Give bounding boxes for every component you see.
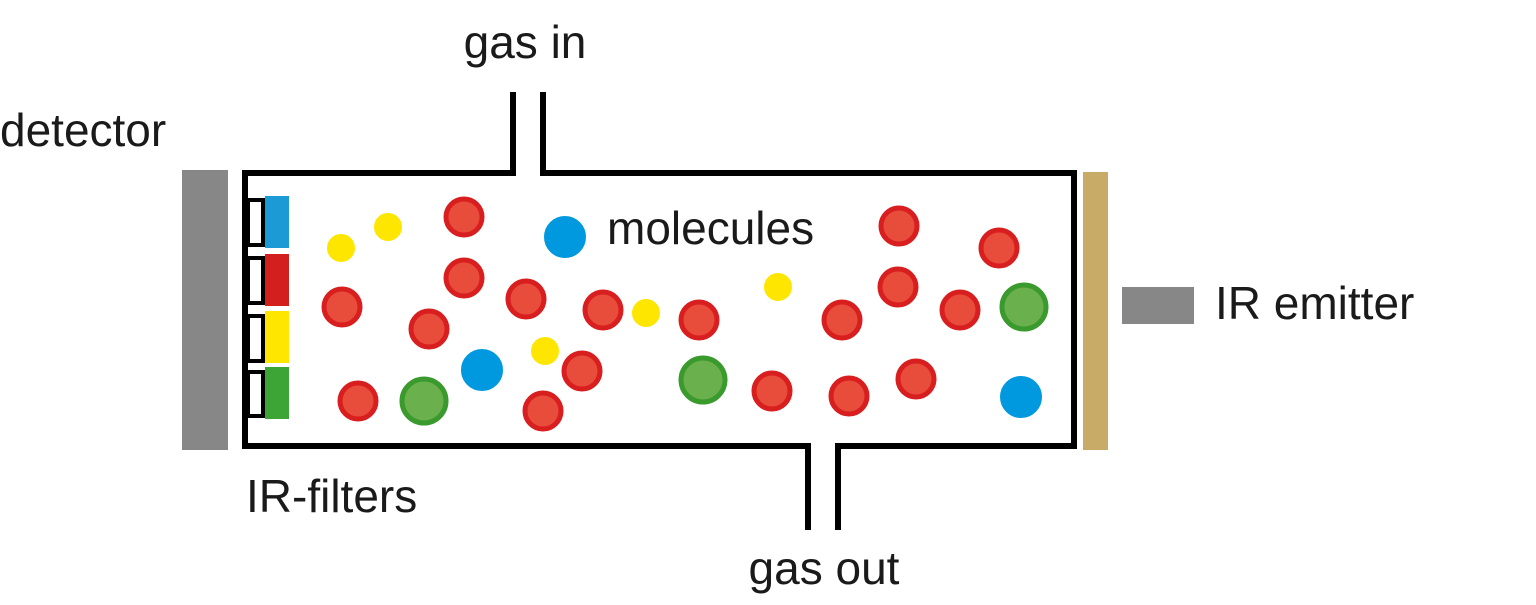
blue-molecule xyxy=(544,216,586,258)
green-molecule xyxy=(399,376,449,426)
filter-frame-2 xyxy=(246,256,265,305)
red-molecule xyxy=(522,390,564,432)
gas-out-label: gas out xyxy=(749,542,900,594)
filter-frame-3 xyxy=(246,314,265,363)
filter-green xyxy=(265,367,289,419)
ir-emitter xyxy=(1122,287,1194,324)
red-molecule xyxy=(505,278,547,320)
filter-blue xyxy=(265,196,289,248)
red-molecule xyxy=(443,196,485,238)
filter-red xyxy=(265,254,289,306)
blue-molecule xyxy=(1000,376,1042,418)
red-molecule xyxy=(878,205,920,247)
ir-filters-label: IR-filters xyxy=(246,470,417,522)
red-molecule xyxy=(751,370,793,412)
red-molecule xyxy=(408,308,450,350)
yellow-molecule xyxy=(327,234,355,262)
blue-molecule xyxy=(461,349,503,391)
filter-frame-1 xyxy=(246,198,265,247)
green-molecule xyxy=(678,355,728,405)
yellow-molecule xyxy=(764,273,792,301)
red-molecule xyxy=(978,227,1020,269)
red-molecule xyxy=(821,299,863,341)
red-molecule xyxy=(321,286,363,328)
red-molecule xyxy=(877,266,919,308)
detector-label: detector xyxy=(0,104,166,156)
gas-in-label: gas in xyxy=(464,16,587,68)
green-molecule xyxy=(999,282,1049,332)
filter-yellow xyxy=(265,311,289,363)
molecules-group xyxy=(321,196,1049,432)
red-molecule xyxy=(443,257,485,299)
detector-block xyxy=(182,170,228,450)
ir-emitter-label: IR emitter xyxy=(1215,277,1414,329)
filter-frame-4 xyxy=(246,370,265,418)
red-molecule xyxy=(678,299,720,341)
yellow-molecule xyxy=(531,337,559,365)
molecules-label: molecules xyxy=(607,202,814,254)
red-molecule xyxy=(561,350,603,392)
red-molecule xyxy=(828,375,870,417)
ir-filters-group xyxy=(246,196,289,419)
red-molecule xyxy=(337,380,379,422)
gas-chamber-outline xyxy=(242,92,1077,530)
yellow-molecule xyxy=(374,213,402,241)
red-molecule xyxy=(895,358,937,400)
red-molecule xyxy=(939,289,981,331)
yellow-molecule xyxy=(632,299,660,327)
red-molecule xyxy=(582,289,624,331)
ir-window xyxy=(1083,172,1108,450)
